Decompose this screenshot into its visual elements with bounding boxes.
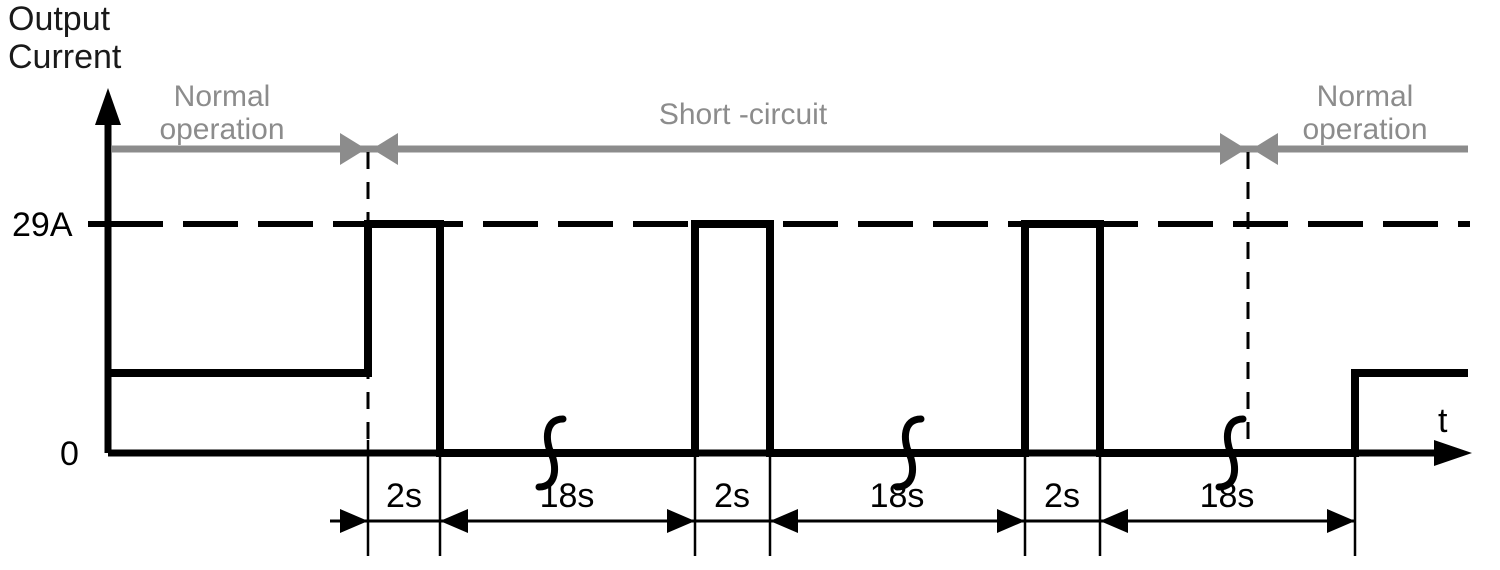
phase-label-short-circuit: Short -circuit <box>659 98 828 131</box>
phase-arrow-left-end-icon <box>340 133 366 165</box>
x-axis-arrow-icon <box>1434 440 1472 466</box>
dim-arrow-pulse-1-icon <box>340 509 368 533</box>
duration-label-gap-1: 18s <box>540 477 595 515</box>
dim-arrow-gap-2-left-icon <box>770 509 798 533</box>
duration-label-pulse-1: 2s <box>386 477 422 515</box>
y-tick-label-29a: 29A <box>12 206 73 244</box>
dim-arrow-gap-2-right-icon <box>997 509 1025 533</box>
y-tick-label-zero: 0 <box>60 435 79 473</box>
duration-label-gap-2: 18s <box>870 477 925 515</box>
phase-arrow-center-start-icon <box>372 133 398 165</box>
phase-label-normal-left-line2: operation <box>159 113 284 146</box>
x-axis-label: t <box>1438 402 1448 440</box>
dim-arrow-gap-1-left-icon <box>440 509 468 533</box>
break-symbol-gap-3-icon <box>1215 415 1247 491</box>
phase-label-normal-left-line1: Normal <box>174 80 271 113</box>
phase-arrow-center-end-icon <box>1220 133 1246 165</box>
y-axis-title-line2: Current <box>8 38 122 76</box>
dim-arrow-gap-3-left-icon <box>1100 509 1128 533</box>
dim-arrow-gap-3-right-icon <box>1327 509 1355 533</box>
y-axis-arrow-icon <box>95 88 121 125</box>
phase-label-normal-right-line1: Normal <box>1317 80 1414 113</box>
phase-arrow-right-start-icon <box>1252 133 1278 165</box>
break-symbol-gap-1-icon <box>535 415 567 491</box>
duration-label-pulse-3: 2s <box>1044 477 1080 515</box>
duration-label-pulse-2: 2s <box>714 477 750 515</box>
dim-arrow-gap-1-right-icon <box>667 509 695 533</box>
break-symbol-gap-2-icon <box>893 415 925 491</box>
duration-label-gap-3: 18s <box>1200 477 1255 515</box>
y-axis-title-line1: Output <box>8 0 111 38</box>
output-current-waveform <box>108 220 1468 457</box>
phase-label-normal-right-line2: operation <box>1302 113 1427 146</box>
